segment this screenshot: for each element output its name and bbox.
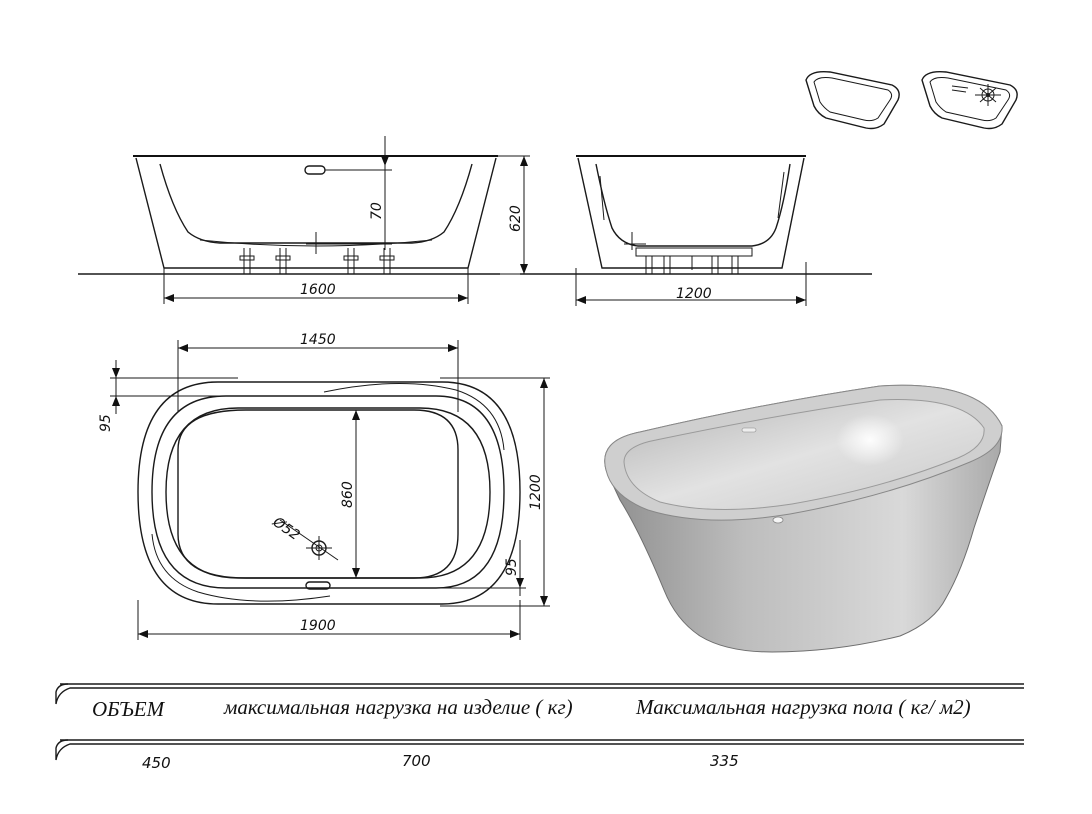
dim-1450: 1450 — [300, 332, 336, 348]
header-volume: ОБЪЕМ — [92, 697, 166, 721]
header-max-load-product: максимальная нагрузка на изделие ( кг) — [223, 695, 573, 719]
value-max-load-floor: 335 — [710, 752, 739, 770]
dim-drain-diameter: Ø52 — [269, 514, 303, 544]
bathtub-plain-icon — [805, 70, 900, 130]
bathtub-3d-render — [604, 384, 1003, 653]
value-volume: 450 — [142, 754, 171, 772]
bathtub-hydromassage-icon — [921, 70, 1018, 130]
top-view — [110, 340, 550, 640]
header-max-load-floor: Максимальная нагрузка пола ( кг/ м2) — [635, 695, 971, 719]
front-view — [78, 136, 530, 304]
dim-620: 620 — [508, 205, 524, 232]
dim-1200-side: 1200 — [676, 286, 712, 302]
value-max-load-product: 700 — [402, 752, 431, 770]
dim-1900: 1900 — [300, 618, 336, 634]
side-view — [520, 155, 872, 306]
dim-1600: 1600 — [300, 282, 336, 298]
dim-95-top: 95 — [98, 414, 114, 432]
dim-860: 860 — [340, 481, 356, 508]
dim-70: 70 — [369, 202, 385, 220]
dim-95-bottom: 95 — [504, 558, 520, 576]
spec-table — [55, 683, 1024, 761]
dim-1200-top: 1200 — [528, 474, 544, 510]
